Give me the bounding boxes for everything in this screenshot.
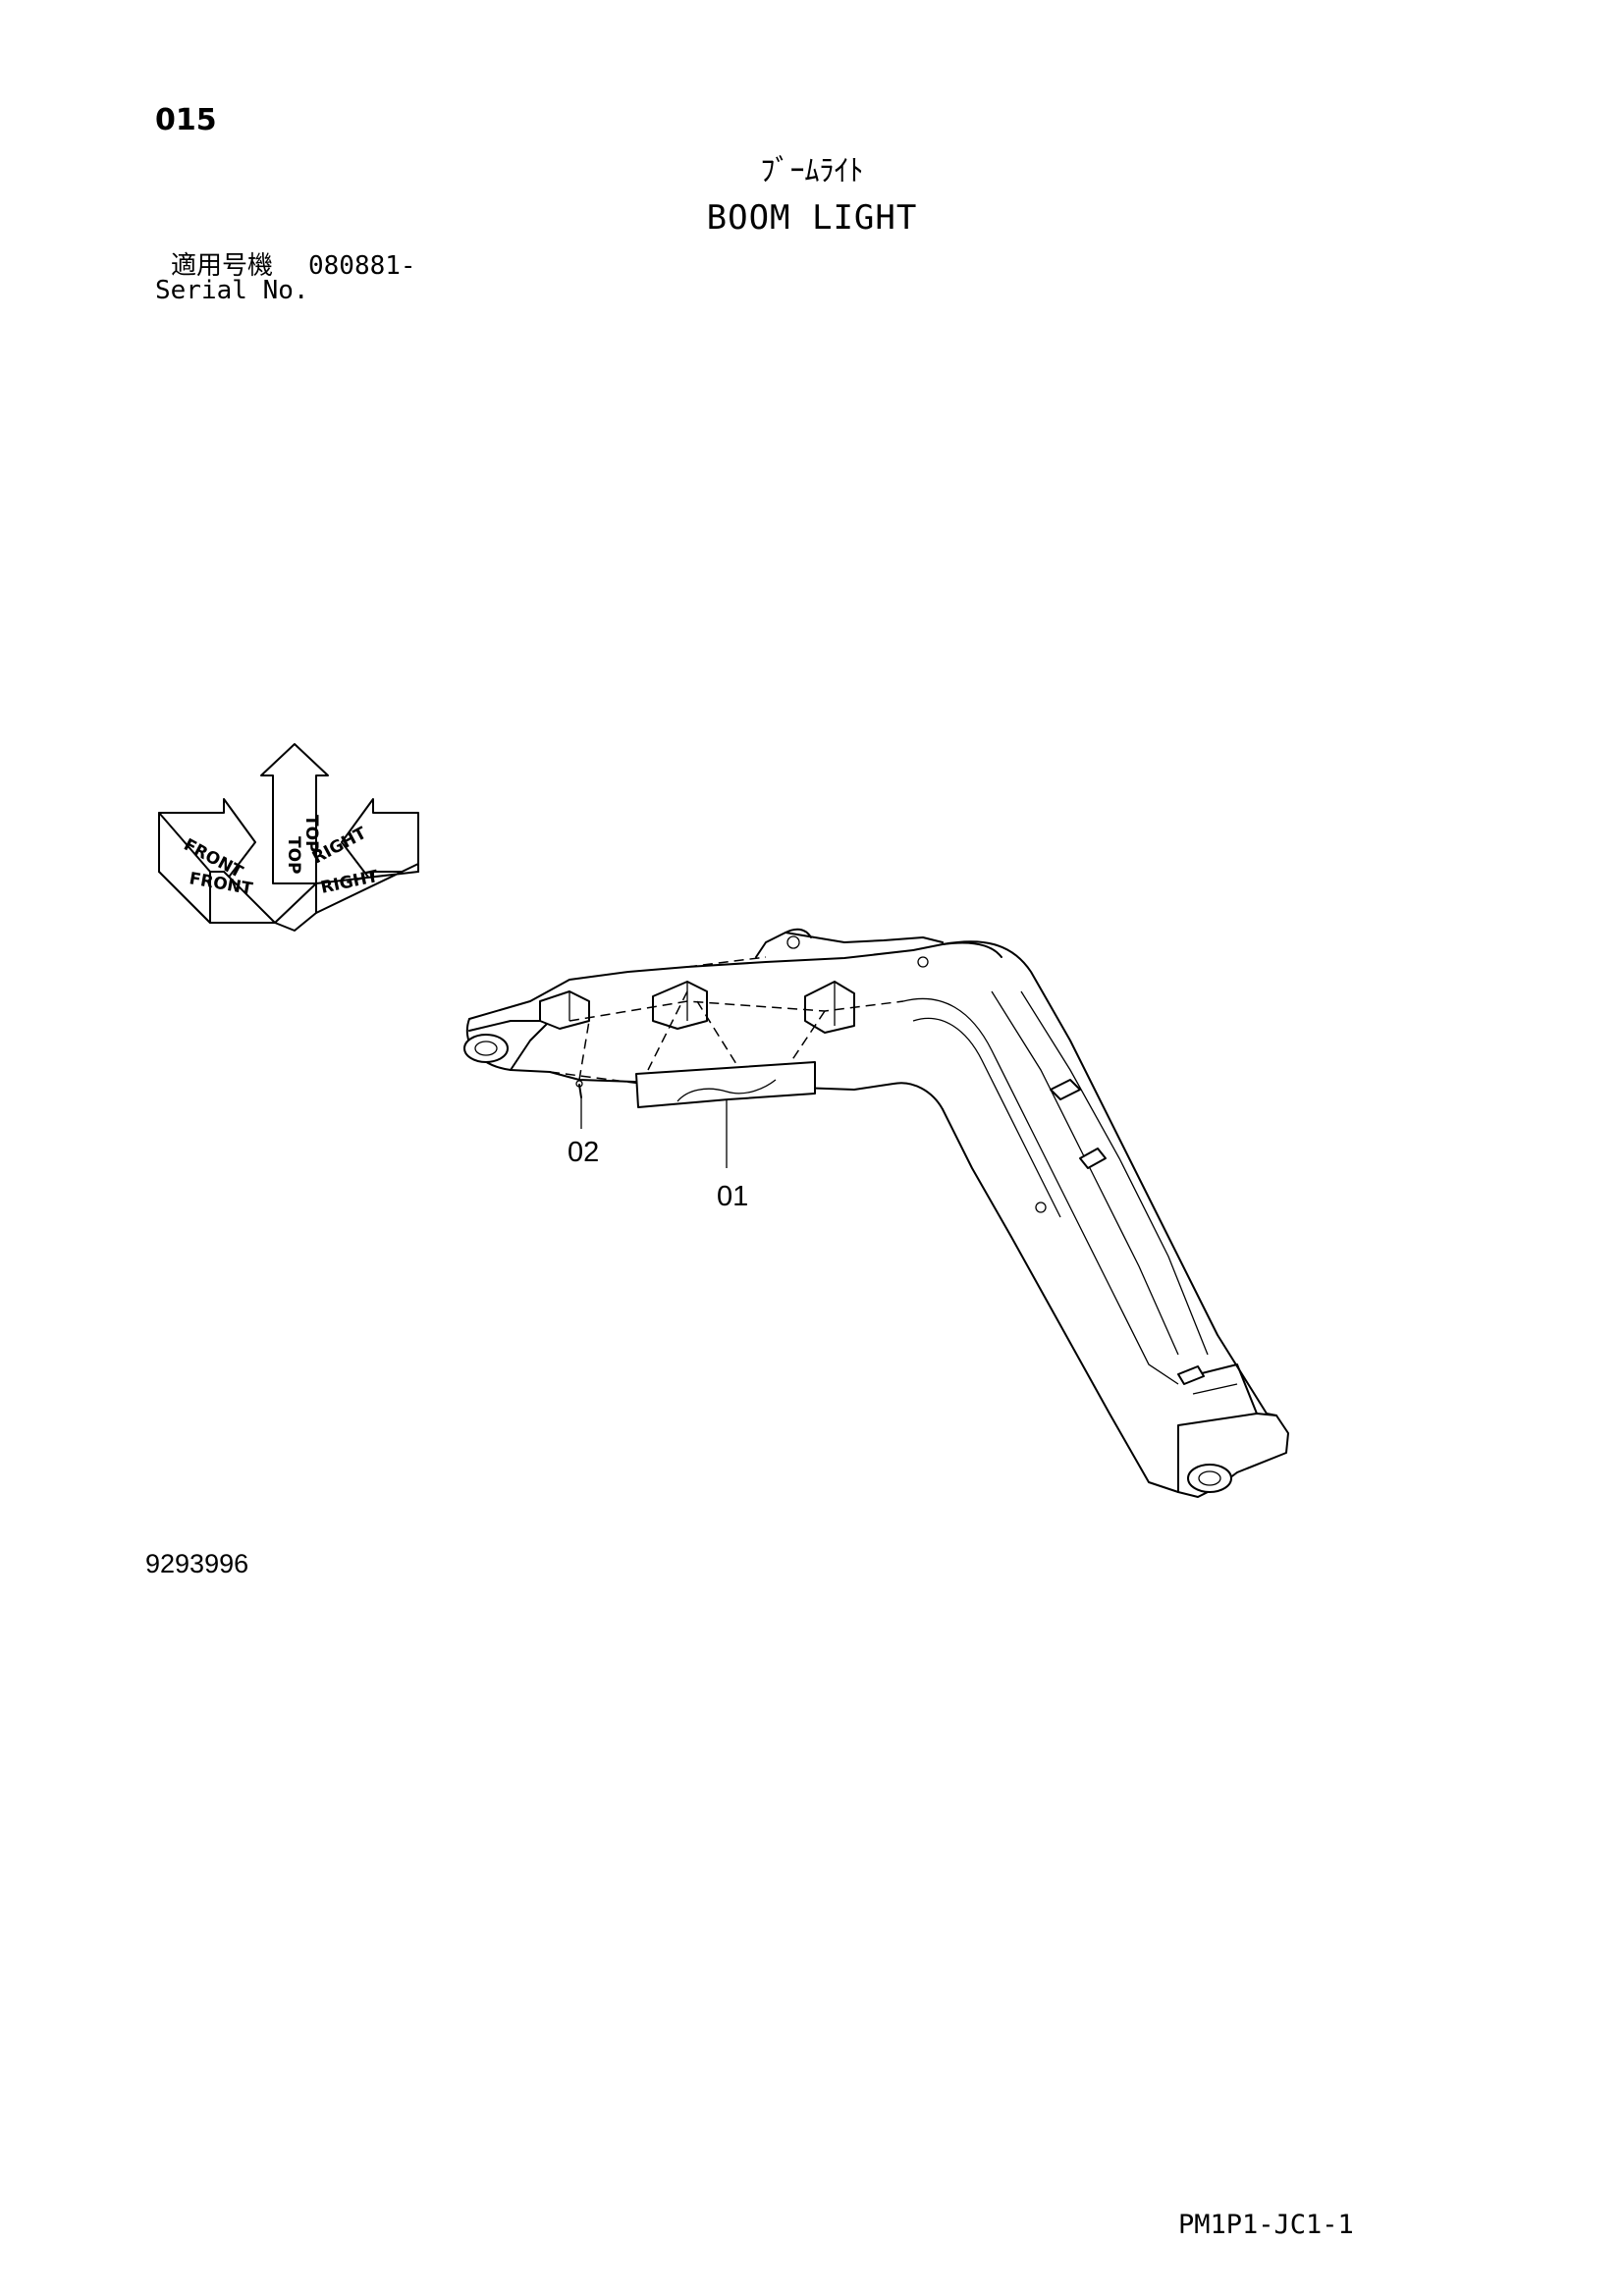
- page-number: 015: [155, 103, 217, 137]
- serial-label: Serial No.: [155, 276, 309, 305]
- callout-01: 01: [717, 1181, 749, 1212]
- orientation-indicator: TOP TOP FRONT FRONT RIGHT RIGHT: [158, 743, 419, 932]
- top-label-side: TOP: [301, 815, 321, 853]
- figure-number: 9293996: [145, 1549, 249, 1578]
- top-label: TOP: [284, 836, 303, 875]
- page-title: BOOM LIGHT: [706, 198, 918, 238]
- page-title-japanese: ﾌﾞｰﾑﾗｲﾄ: [760, 154, 864, 188]
- serial-number-value: 080881-: [308, 251, 416, 281]
- serial-label-japanese: 適用号機: [171, 251, 274, 281]
- page-code: PM1P1-JC1-1: [1178, 2210, 1354, 2240]
- boom-drawing: [463, 928, 1289, 1498]
- callout-02: 02: [568, 1137, 600, 1168]
